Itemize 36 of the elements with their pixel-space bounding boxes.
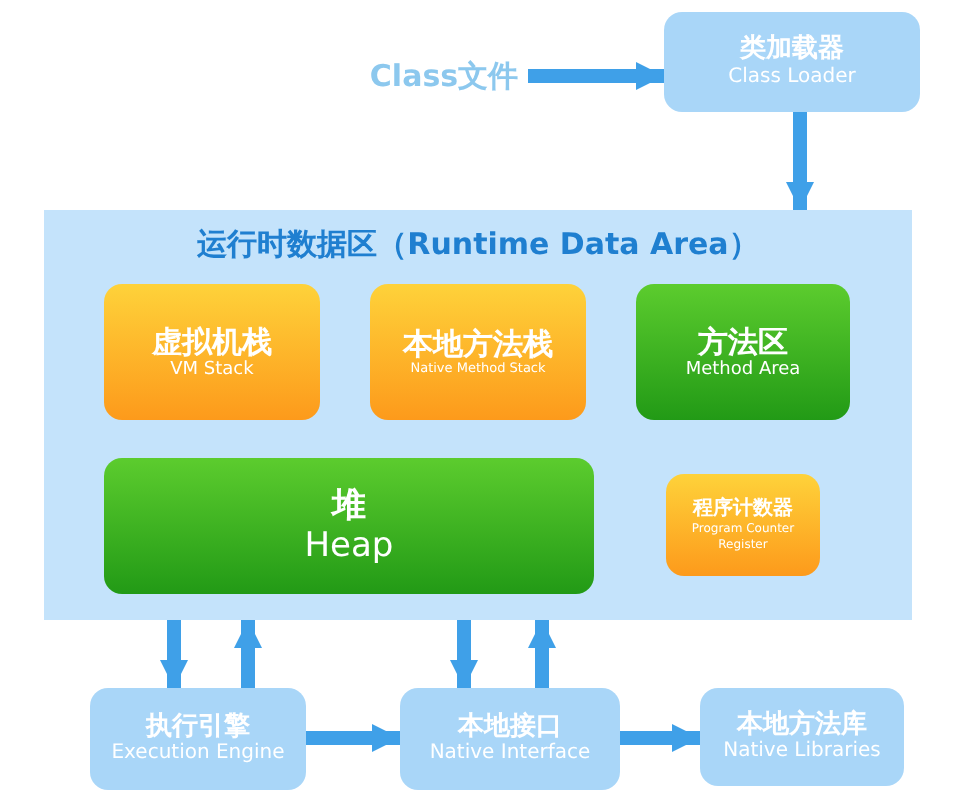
component-box	[664, 12, 920, 112]
memory-region-box	[636, 284, 850, 420]
arrow	[160, 620, 188, 688]
component-box	[400, 688, 620, 790]
memory-region-box	[104, 284, 320, 420]
node-title: 程序计数器	[693, 498, 793, 523]
component-box	[90, 688, 306, 790]
arrow	[306, 724, 400, 752]
node-subtitle: Execution Engine	[111, 742, 285, 767]
node-subtitle: Method Area	[685, 359, 801, 381]
node-subtitle: Heap	[304, 526, 394, 567]
node-title: 本地方法库	[737, 709, 867, 740]
node-subtitle: VM Stack	[170, 359, 254, 381]
arrow	[528, 62, 664, 90]
arrow	[786, 112, 814, 210]
arrow	[528, 620, 556, 688]
node-title: Class文件	[369, 58, 519, 94]
arrow	[450, 620, 478, 688]
arrow	[620, 724, 700, 752]
component-box	[700, 688, 904, 786]
node-title: 类加载器	[740, 34, 844, 66]
runtime-area-panel	[44, 210, 912, 620]
node-title: 执行引擎	[146, 711, 250, 742]
node-title: 本地接口	[458, 711, 562, 742]
node-subtitle: Class Loader	[728, 65, 856, 90]
memory-region-box	[370, 284, 586, 420]
node-title: 方法区	[698, 323, 788, 360]
node-subtitle: Native Interface	[429, 742, 591, 767]
node-title: 虚拟机栈	[152, 323, 272, 360]
memory-region-box	[666, 474, 820, 576]
node-title: 堆	[332, 485, 366, 526]
node-title: 运行时数据区（Runtime Data Area）	[197, 226, 759, 262]
arrow	[234, 620, 262, 688]
node-title: 本地方法栈	[403, 326, 553, 363]
memory-region-box	[104, 458, 594, 594]
node-subtitle: Native Libraries	[723, 740, 881, 765]
